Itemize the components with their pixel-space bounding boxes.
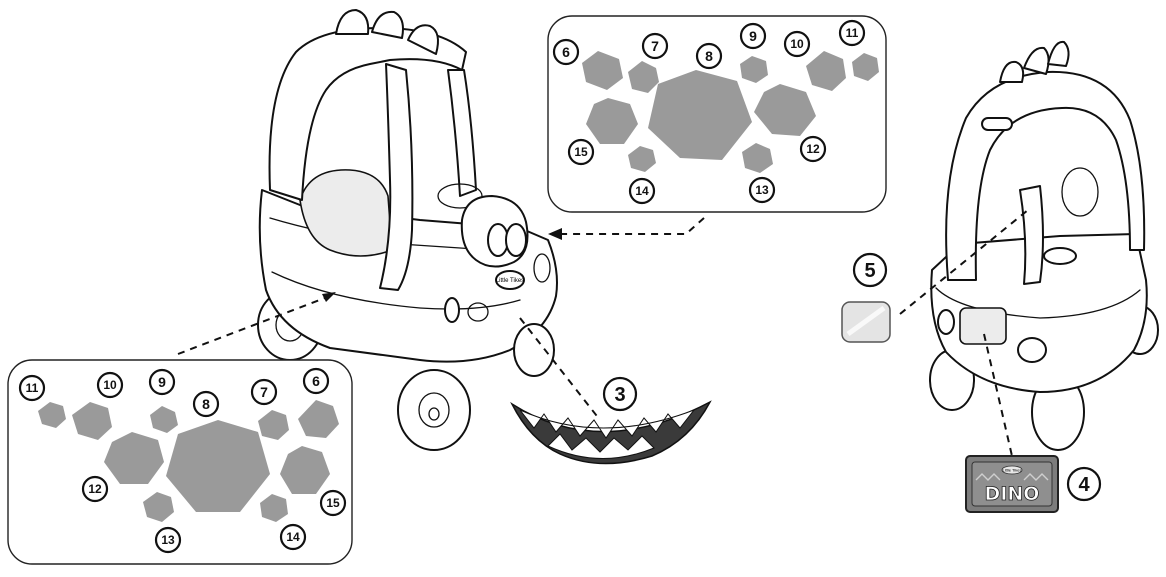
- pointer-top-panel: [560, 217, 705, 235]
- sticker-11-hexagon: [852, 53, 879, 81]
- pointer-plate: [983, 333, 1013, 457]
- sticker-13-hexagon: [143, 492, 174, 522]
- plate-logo: Little Tikes: [1003, 468, 1022, 473]
- sticker-12-hexagon: [754, 84, 816, 136]
- svg-text:12: 12: [88, 482, 102, 496]
- svg-text:7: 7: [260, 384, 268, 400]
- sticker-8-hexagon: [166, 420, 270, 512]
- mouth-sticker: [510, 400, 712, 465]
- dino-license-plate: Little Tikes DINO: [965, 455, 1059, 513]
- svg-text:10: 10: [790, 37, 804, 51]
- svg-text:9: 9: [158, 374, 166, 390]
- sticker-panel-top: 6 7 8 9 10 11 12 13 14 15: [547, 15, 887, 213]
- sticker-8-hexagon: [648, 70, 752, 160]
- label-13: 13: [154, 526, 182, 554]
- label-7: 7: [641, 32, 669, 60]
- label-9: 9: [148, 368, 176, 396]
- svg-text:11: 11: [846, 26, 859, 40]
- sticker-panel-bottom: 11 10 9 8 7 6 12 13 14 15: [7, 359, 353, 565]
- sticker-6-hexagon: [582, 51, 623, 90]
- label-7: 7: [250, 378, 278, 406]
- sticker-7-hexagon: [628, 61, 659, 93]
- sticker-9-hexagon: [150, 406, 178, 433]
- label-6: 6: [552, 38, 580, 66]
- label-12: 12: [81, 475, 109, 503]
- label-10: 10: [783, 30, 811, 58]
- svg-text:14: 14: [635, 184, 649, 198]
- pointer-bottom-panel: [177, 295, 331, 355]
- plate-text: DINO: [985, 483, 1040, 505]
- svg-text:15: 15: [326, 496, 340, 510]
- svg-text:9: 9: [749, 28, 757, 44]
- svg-text:13: 13: [755, 183, 769, 197]
- svg-text:15: 15: [574, 145, 588, 159]
- sticker-9-hexagon: [740, 56, 768, 83]
- svg-text:10: 10: [103, 378, 117, 392]
- pointer-badge: [899, 209, 1029, 315]
- svg-text:7: 7: [651, 38, 659, 54]
- car-logo: Little Tikes: [496, 278, 524, 284]
- svg-text:4: 4: [1078, 474, 1090, 496]
- sticker-6-hexagon: [298, 400, 339, 438]
- pointer-mouth: [519, 317, 601, 421]
- label-13: 13: [748, 176, 776, 204]
- sticker-15-hexagon: [586, 98, 638, 144]
- sticker-14-hexagon: [628, 146, 656, 172]
- label-14: 14: [279, 523, 307, 551]
- sticker-15-hexagon: [280, 446, 330, 494]
- svg-text:8: 8: [705, 48, 713, 64]
- callout-5: 5: [852, 252, 888, 288]
- sticker-10-hexagon: [806, 51, 846, 91]
- label-15: 15: [567, 138, 595, 166]
- label-8: 8: [192, 390, 220, 418]
- label-12: 12: [799, 135, 827, 163]
- label-11: 11: [838, 19, 866, 47]
- sticker-11-hexagon: [38, 402, 66, 428]
- badge-sticker: [841, 301, 891, 343]
- svg-text:13: 13: [161, 533, 175, 547]
- svg-text:8: 8: [202, 396, 210, 412]
- label-11: 11: [18, 374, 46, 402]
- sticker-13-hexagon: [742, 143, 773, 173]
- dino-car-front-view: Little Tikes: [257, 9, 558, 451]
- dino-car-rear-view: [929, 40, 1159, 451]
- callout-3: 3: [602, 376, 638, 412]
- sticker-14-hexagon: [260, 494, 288, 522]
- sticker-12-hexagon: [104, 432, 164, 484]
- label-9: 9: [739, 22, 767, 50]
- svg-text:6: 6: [562, 44, 570, 60]
- label-15: 15: [319, 489, 347, 517]
- svg-text:11: 11: [26, 381, 39, 395]
- svg-text:14: 14: [286, 530, 300, 544]
- svg-text:5: 5: [864, 260, 875, 282]
- svg-text:6: 6: [312, 373, 320, 389]
- label-10: 10: [96, 371, 124, 399]
- label-14: 14: [628, 177, 656, 205]
- label-8: 8: [695, 42, 723, 70]
- label-6: 6: [302, 367, 330, 395]
- svg-text:3: 3: [614, 384, 625, 406]
- sticker-10-hexagon: [72, 402, 112, 440]
- svg-text:12: 12: [806, 142, 820, 156]
- sticker-7-hexagon: [258, 410, 289, 440]
- callout-4: 4: [1066, 466, 1102, 502]
